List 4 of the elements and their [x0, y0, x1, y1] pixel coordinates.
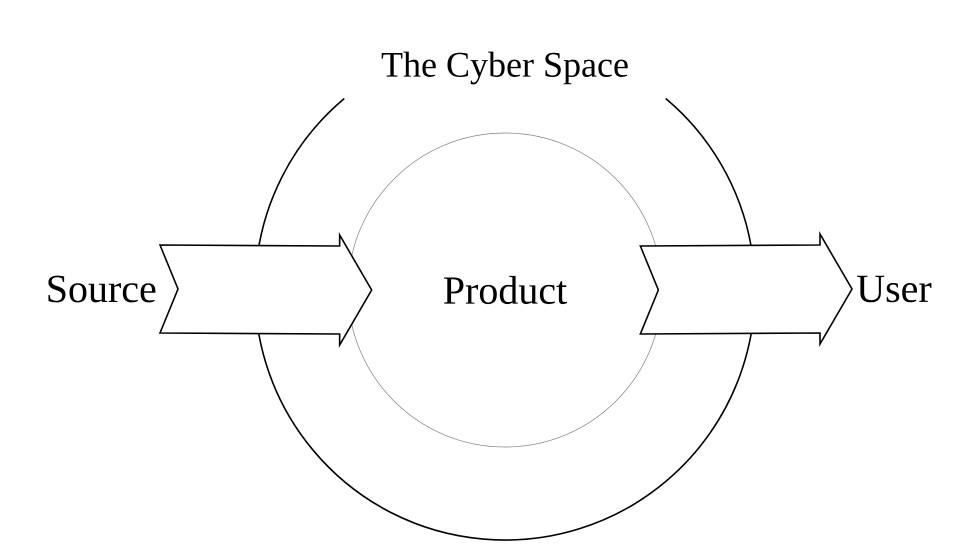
block-arrow: [158, 232, 373, 348]
label-text: Source: [48, 276, 156, 302]
block-arrow: [639, 231, 853, 347]
label-text: User: [857, 276, 932, 302]
